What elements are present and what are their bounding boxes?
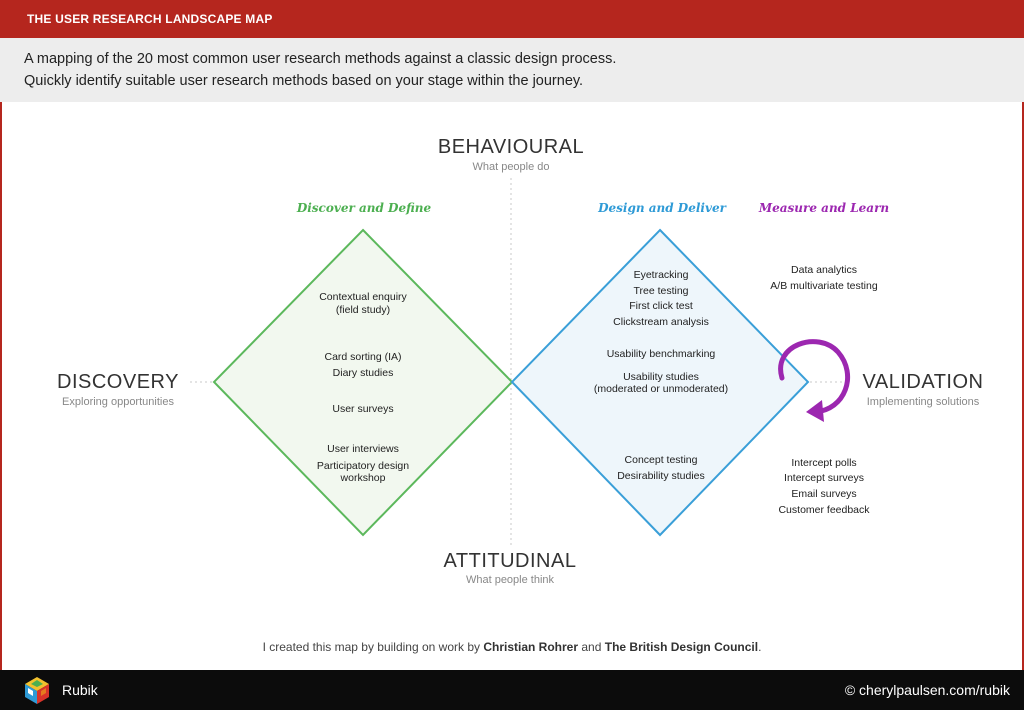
credit-name-design-council: The British Design Council xyxy=(604,640,759,654)
measure-arrow-head xyxy=(806,400,824,422)
method-usability-studies-note: (moderated or unmoderated) xyxy=(593,383,729,395)
design-diamond xyxy=(510,228,810,537)
method-participatory-design: Participatory design xyxy=(316,460,410,472)
phase-measure-label: Measure and Learn xyxy=(758,201,890,215)
axis-left-title: DISCOVERY xyxy=(57,371,179,393)
method-concept-testing: Concept testing xyxy=(624,454,698,466)
method-desirability-studies: Desirability studies xyxy=(617,470,705,482)
method-contextual-enquiry-note: (field study) xyxy=(335,304,391,316)
method-usability-studies: Usability studies xyxy=(623,371,699,383)
method-clickstream-analysis: Clickstream analysis xyxy=(613,316,709,328)
intro-panel: A mapping of the 20 most common user res… xyxy=(0,38,1024,102)
axis-top-subtitle: What people do xyxy=(472,161,550,173)
axis-bottom-title: ATTITUDINAL xyxy=(443,550,577,572)
axis-left-subtitle: Exploring opportunities xyxy=(62,396,174,408)
method-card-sorting: Card sorting (IA) xyxy=(324,351,402,363)
measure-loop-arrow xyxy=(778,339,851,415)
credit-middle: and xyxy=(578,640,605,654)
method-first-click-test: First click test xyxy=(629,300,693,312)
method-user-interviews: User interviews xyxy=(327,443,399,455)
page-title: THE USER RESEARCH LANDSCAPE MAP xyxy=(27,12,273,26)
method-user-surveys: User surveys xyxy=(332,403,394,415)
intro-line-2: Quickly identify suitable user research … xyxy=(24,73,584,89)
method-ab-testing: A/B multivariate testing xyxy=(770,280,878,292)
method-tree-testing: Tree testing xyxy=(633,285,689,297)
axis-top-title: BEHAVIOURAL xyxy=(437,136,585,158)
method-email-surveys: Email surveys xyxy=(791,488,857,500)
credit-prefix: I created this map by building on work b… xyxy=(262,640,484,654)
axis-right-subtitle: Implementing solutions xyxy=(866,396,980,408)
method-data-analytics: Data analytics xyxy=(791,264,857,276)
method-participatory-design-workshop: workshop xyxy=(340,472,386,484)
method-intercept-polls: Intercept polls xyxy=(791,457,857,469)
method-intercept-surveys: Intercept surveys xyxy=(784,472,864,484)
discover-diamond xyxy=(212,228,514,537)
credit-name-rohrer: Christian Rohrer xyxy=(483,640,579,654)
method-eyetracking: Eyetracking xyxy=(633,269,689,281)
phase-design-label: Design and Deliver xyxy=(598,201,726,215)
method-diary-studies: Diary studies xyxy=(332,367,394,379)
footer-bar: Rubik © cherylpaulsen.com/rubik xyxy=(0,670,1024,710)
method-usability-benchmarking: Usability benchmarking xyxy=(606,348,716,360)
credit-line: I created this map by building on work b… xyxy=(263,640,762,654)
top-banner: THE USER RESEARCH LANDSCAPE MAP xyxy=(0,0,1024,38)
phase-discover-label: Discover and Define xyxy=(296,201,432,215)
method-customer-feedback: Customer feedback xyxy=(778,504,870,516)
landscape-diagram xyxy=(190,178,851,548)
axis-bottom-subtitle: What people think xyxy=(465,574,555,586)
rubik-cube-icon xyxy=(25,677,49,704)
footer-brand: Rubik xyxy=(62,682,98,698)
method-contextual-enquiry: Contextual enquiry xyxy=(319,291,407,303)
axis-right-title: VALIDATION xyxy=(862,371,984,393)
content-frame xyxy=(0,102,1024,670)
credit-suffix: . xyxy=(758,640,762,654)
footer-site-link[interactable]: © cherylpaulsen.com/rubik xyxy=(844,682,1010,698)
intro-line-1: A mapping of the 20 most common user res… xyxy=(24,51,617,67)
